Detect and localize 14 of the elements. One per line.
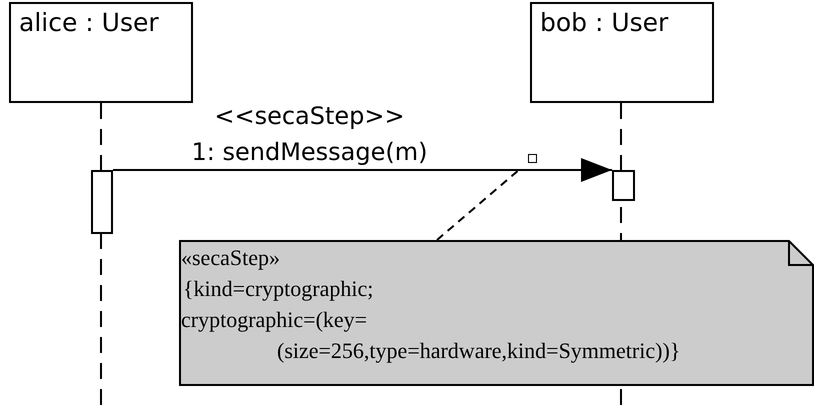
lifeline-header-box	[9, 2, 193, 103]
note-text: cryptographic=(key=	[181, 306, 368, 334]
message-arrow	[113, 158, 612, 182]
lifeline-header-box	[530, 2, 714, 103]
activation-bar	[612, 170, 635, 201]
note-text: (size=256,type=hardware,kind=Symmetric))}	[277, 337, 680, 365]
participant-name: bob : User	[540, 8, 668, 37]
anchor-marker	[528, 154, 537, 163]
stereotype-text: «secaStep»	[181, 244, 280, 272]
participant-name: alice : User	[19, 8, 159, 37]
note-text: {kind=cryptographic;	[183, 275, 374, 303]
leader-line	[436, 168, 521, 241]
activation-bar	[91, 170, 113, 234]
message-label: <<secaStep>> 1: sendMessage(m)	[190, 101, 428, 168]
